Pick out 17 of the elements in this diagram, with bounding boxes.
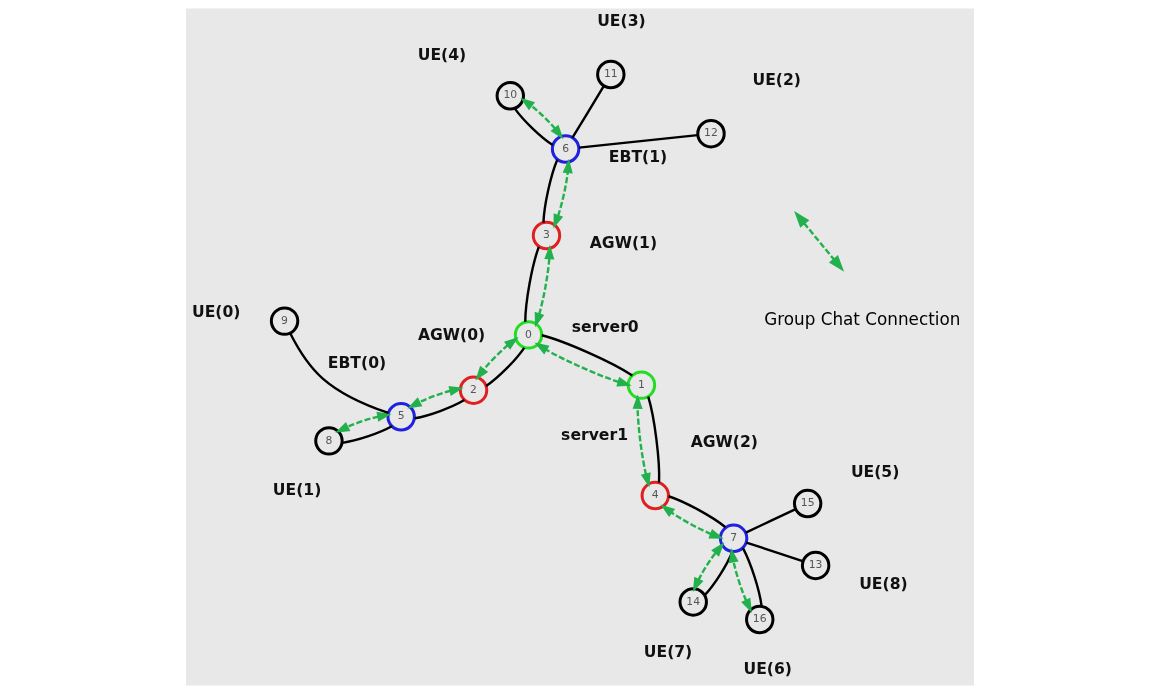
node-label: server1 bbox=[560, 425, 628, 444]
node-label: AGW(1) bbox=[589, 234, 657, 253]
node-label: server0 bbox=[571, 317, 639, 336]
node-label: AGW(2) bbox=[690, 432, 758, 451]
legend-label: Group Chat Connection bbox=[763, 308, 960, 329]
node-label: UE(5) bbox=[850, 463, 899, 482]
node-label: UE(8) bbox=[858, 575, 908, 594]
node-label: UE(2) bbox=[752, 70, 801, 89]
node-label: UE(6) bbox=[743, 660, 792, 679]
node-label: EBT(0) bbox=[327, 353, 386, 372]
node-label: EBT(1) bbox=[608, 148, 667, 167]
node-label: UE(7) bbox=[643, 642, 692, 661]
node-label: UE(0) bbox=[191, 302, 240, 321]
node-label: AGW(0) bbox=[417, 325, 485, 344]
node-label: UE(1) bbox=[272, 481, 321, 500]
node-label: UE(4) bbox=[417, 45, 466, 64]
node-label: UE(3) bbox=[596, 11, 646, 30]
